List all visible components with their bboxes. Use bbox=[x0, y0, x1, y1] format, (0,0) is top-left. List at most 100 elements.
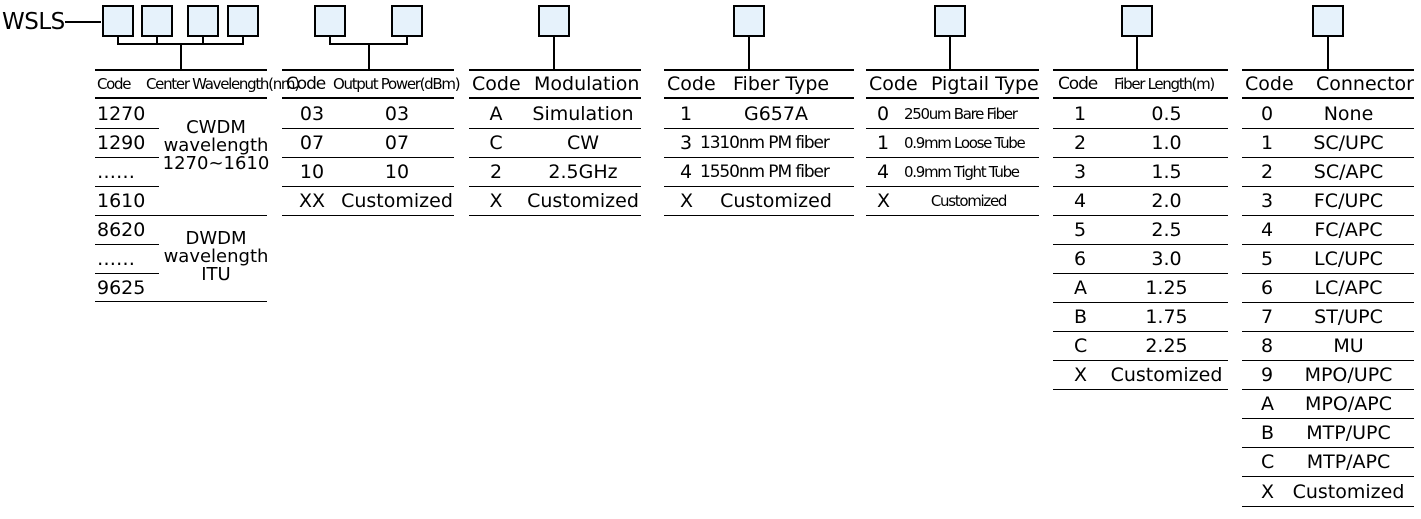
bracket-line bbox=[329, 37, 331, 45]
connector-desc: None bbox=[1323, 103, 1374, 125]
fiber-length-code: 1 bbox=[1074, 103, 1087, 125]
prefix-dash bbox=[65, 21, 101, 23]
fiber-type-header-desc: Fiber Type bbox=[733, 73, 830, 95]
fiber-length-code: A bbox=[1074, 277, 1087, 299]
bracket-line bbox=[406, 37, 408, 45]
table-rule bbox=[95, 244, 159, 245]
bracket-line bbox=[117, 37, 119, 45]
fiber-type-desc: G657A bbox=[744, 103, 808, 125]
table-rule bbox=[1053, 273, 1228, 274]
fiber-type-code: 4 bbox=[680, 161, 693, 183]
fiber-length-desc: 1.0 bbox=[1151, 132, 1182, 154]
connector-line bbox=[748, 37, 750, 71]
code-box-connector bbox=[1312, 5, 1344, 37]
table-rule bbox=[1053, 186, 1228, 187]
fiber-length-header-desc: Fiber Length(m) bbox=[1114, 75, 1215, 93]
fiber-length-desc: 2.0 bbox=[1151, 190, 1182, 212]
table-rule bbox=[664, 97, 854, 99]
wavelength-code: 8620 bbox=[97, 219, 146, 241]
product-prefix: WSLS bbox=[2, 9, 65, 35]
bracket-line bbox=[202, 37, 204, 45]
fiber-length-code: 2 bbox=[1074, 132, 1087, 154]
fiber-type-desc: Customized bbox=[720, 190, 832, 212]
power-desc: 07 bbox=[384, 132, 410, 154]
code-box-wavelength-3 bbox=[187, 5, 219, 37]
table-rule bbox=[1242, 244, 1414, 245]
connector-code: 4 bbox=[1261, 219, 1274, 241]
table-rule bbox=[664, 186, 854, 187]
code-box-modulation bbox=[538, 5, 570, 37]
cwdm-description: CWDM wavelength 1270~1610 bbox=[162, 117, 270, 174]
wavelength-code: 1290 bbox=[97, 132, 146, 154]
modulation-desc: Simulation bbox=[532, 103, 634, 125]
fiber-type-desc: 1310nm PM fiber bbox=[700, 133, 830, 153]
pigtail-code: 1 bbox=[877, 132, 890, 154]
modulation-desc: 2.5GHz bbox=[548, 161, 618, 183]
table-rule bbox=[1242, 273, 1414, 274]
connector-code: 9 bbox=[1261, 364, 1274, 386]
table-rule bbox=[1242, 360, 1414, 361]
table-rule bbox=[469, 157, 641, 158]
power-header-code: Code bbox=[286, 74, 326, 94]
table-rule bbox=[1242, 97, 1414, 99]
code-box-pigtail bbox=[934, 5, 966, 37]
modulation-code: 2 bbox=[489, 161, 503, 183]
pigtail-header-code: Code bbox=[869, 73, 918, 95]
table-rule bbox=[1242, 302, 1414, 303]
power-desc: 10 bbox=[384, 161, 410, 183]
wavelength-code: 1270 bbox=[97, 103, 146, 125]
table-rule bbox=[1242, 476, 1414, 477]
connector-line bbox=[949, 37, 951, 71]
table-rule bbox=[469, 215, 641, 216]
table-rule bbox=[866, 215, 1039, 216]
table-rule bbox=[664, 157, 854, 158]
fiber-length-desc: 1.5 bbox=[1151, 161, 1182, 183]
fiber-length-code: 3 bbox=[1074, 161, 1087, 183]
wavelength-code: …… bbox=[97, 248, 135, 270]
table-rule bbox=[1242, 69, 1414, 71]
connector-desc: SC/UPC bbox=[1313, 132, 1384, 154]
connector-desc: Customized bbox=[1292, 481, 1405, 503]
connector-desc: MU bbox=[1333, 335, 1364, 357]
wavelength-code: …… bbox=[97, 161, 135, 183]
connector-desc: MTP/UPC bbox=[1306, 422, 1391, 444]
connector-desc: FC/UPC bbox=[1313, 190, 1384, 212]
fiber-type-code: 3 bbox=[680, 132, 693, 154]
table-rule bbox=[282, 97, 454, 99]
power-code: 10 bbox=[299, 161, 325, 183]
wavelength-header-code: Code bbox=[97, 75, 132, 93]
table-rule bbox=[95, 128, 159, 129]
pigtail-desc: Customized bbox=[930, 192, 1008, 210]
table-rule bbox=[1242, 215, 1414, 216]
modulation-header-desc: Modulation bbox=[534, 73, 640, 95]
fiber-length-code: C bbox=[1074, 335, 1088, 357]
table-rule bbox=[1242, 418, 1414, 419]
bracket-line bbox=[242, 37, 244, 45]
table-rule bbox=[1053, 215, 1228, 216]
power-code: 03 bbox=[299, 103, 325, 125]
connector-desc: SC/APC bbox=[1313, 161, 1384, 183]
table-rule bbox=[1242, 128, 1414, 129]
table-rule bbox=[1053, 244, 1228, 245]
modulation-code: C bbox=[489, 132, 503, 154]
table-rule bbox=[1242, 331, 1414, 332]
connector-code: 7 bbox=[1261, 306, 1274, 328]
table-rule bbox=[1053, 302, 1228, 303]
table-rule bbox=[866, 97, 1039, 99]
power-code: XX bbox=[298, 190, 326, 212]
table-rule bbox=[1053, 389, 1228, 390]
connector-code: 5 bbox=[1261, 248, 1274, 270]
fiber-type-code: 1 bbox=[680, 103, 693, 125]
bracket-line bbox=[156, 37, 158, 45]
modulation-desc: CW bbox=[566, 132, 600, 154]
wavelength-code: 9625 bbox=[97, 277, 146, 299]
connector-code: 3 bbox=[1261, 190, 1274, 212]
table-rule bbox=[1242, 157, 1414, 158]
connector-desc: MPO/APC bbox=[1305, 393, 1392, 415]
connector-desc: FC/APC bbox=[1314, 219, 1383, 241]
table-rule bbox=[1053, 331, 1228, 332]
power-desc: Customized bbox=[341, 190, 453, 212]
table-rule bbox=[1242, 506, 1414, 507]
pigtail-code: 0 bbox=[877, 103, 890, 125]
